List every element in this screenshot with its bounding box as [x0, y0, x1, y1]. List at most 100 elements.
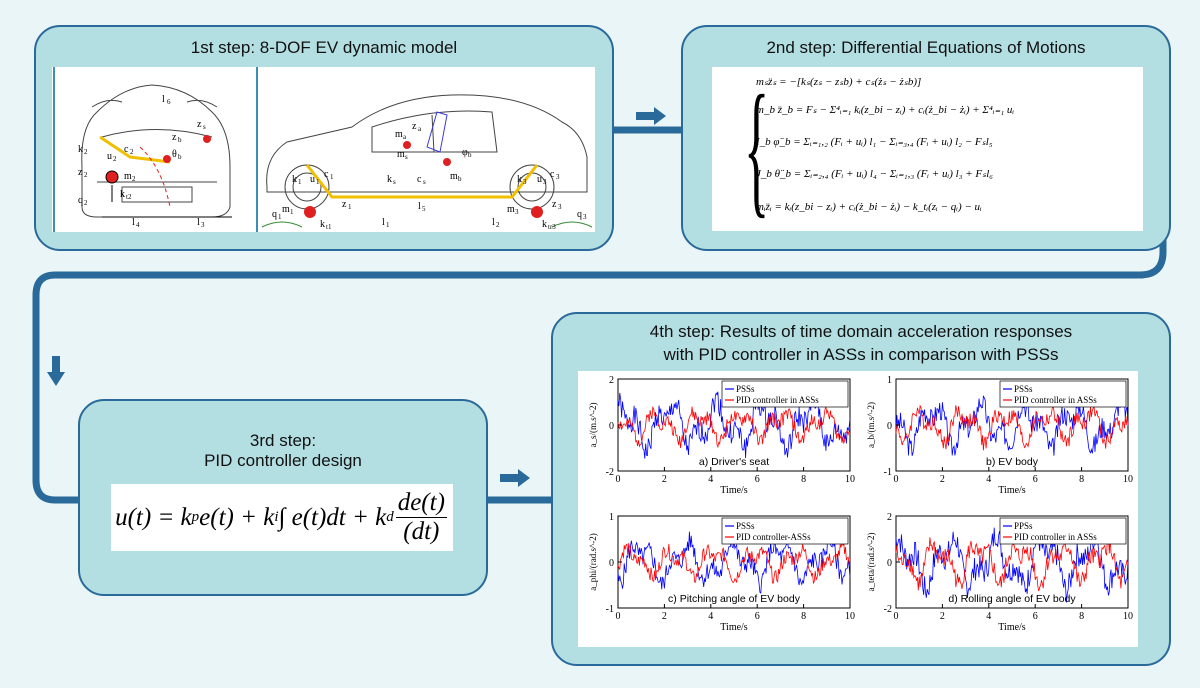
step2-panel: 2nd step: Differential Equations of Moti…: [681, 25, 1171, 251]
svg-text:k: k: [78, 144, 83, 155]
svg-text:z: z: [552, 199, 557, 210]
svg-text:1: 1: [386, 221, 390, 229]
chart-0-xtick-label: 4: [708, 474, 713, 485]
svg-text:l: l: [132, 217, 135, 228]
svg-text:c: c: [550, 169, 555, 180]
step4-title-line2: with PID controller in ASSs in compariso…: [663, 345, 1059, 364]
equation-seat: mₛz̈ₛ = −[kₛ(zₛ − zₛb) + cₛ(żₛ − żₛb)]: [756, 76, 922, 88]
chart-1-xlabel: Time/s: [998, 485, 1026, 496]
chart-1-caption: b) EV body: [986, 456, 1039, 468]
chart-2-series-1: [617, 541, 851, 584]
svg-text:z: z: [412, 121, 417, 132]
svg-text:m: m: [282, 204, 290, 215]
svg-text:c: c: [324, 169, 329, 180]
step3-panel: 3rd step: PID controller design u(t) = k…: [78, 399, 488, 596]
chart-2-legend: [721, 517, 849, 545]
svg-text:k: k: [517, 174, 522, 185]
svg-text:1: 1: [290, 208, 294, 216]
chart-1-xtick-label: 10: [1123, 474, 1133, 485]
chart-2-ylabel: a_phi/(rad.s^-2): [588, 533, 598, 590]
chart-0-ytick-label: 2: [609, 375, 614, 386]
svg-text:k: k: [542, 219, 547, 230]
chart-3-xtick-label: 0: [894, 611, 899, 622]
chart-3-xtick-label: 10: [1123, 611, 1133, 622]
svg-text:1: 1: [330, 173, 334, 181]
chart-1-series-0: [895, 392, 1129, 457]
chart-1-ytick-label: 0: [887, 421, 892, 432]
svg-text:s: s: [393, 178, 396, 186]
chart-0-series-1: [617, 406, 851, 449]
svg-text:2: 2: [84, 148, 88, 156]
step3-title-line1: 3rd step:: [249, 431, 317, 450]
chart-0-ylabel: a_s/(m.s^-2): [588, 403, 598, 448]
svg-text:m: m: [395, 129, 403, 140]
chart-1-xtick-label: 4: [986, 474, 991, 485]
chart-1-series-1: [895, 404, 1129, 451]
svg-text:2: 2: [496, 221, 500, 229]
chart-0-xtick-label: 0: [616, 474, 621, 485]
svg-text:z: z: [342, 199, 347, 210]
chart-2-legend-label-0: PSSs: [736, 521, 755, 531]
svg-text:l: l: [162, 94, 165, 105]
svg-text:1: 1: [298, 178, 302, 186]
chart-1-legend-label-0: PSSs: [1014, 384, 1033, 394]
svg-text:b: b: [178, 153, 182, 161]
chart-3-ytick-label: -2: [884, 604, 892, 615]
svg-text:a: a: [403, 133, 407, 141]
chart-2-xtick-label: 10: [845, 611, 855, 622]
arrow-down-icon: [47, 356, 65, 386]
svg-text:2: 2: [132, 175, 136, 183]
chart-2-legend-label-1: PID controller-ASSs: [736, 532, 811, 542]
chart-1-xtick-label: 6: [1033, 474, 1038, 485]
chart-0-legend-label-1: PID controller in ASSs: [736, 395, 819, 405]
svg-text:z: z: [78, 167, 83, 178]
svg-text:3: 3: [515, 208, 519, 216]
chart-2-xlabel: Time/s: [720, 622, 748, 633]
svg-text:φ: φ: [462, 147, 468, 158]
front-mass-markers: [105, 135, 211, 184]
svg-text:l: l: [382, 217, 385, 228]
chart-3-xtick-label: 2: [940, 611, 945, 622]
svg-text:m: m: [507, 204, 515, 215]
svg-text:3: 3: [583, 213, 587, 221]
step1-title: 1st step: 8-DOF EV dynamic model: [190, 38, 458, 57]
chart-2-xtick-label: 4: [708, 611, 713, 622]
chart-1-ylabel: a_b/(m.s^-2): [866, 402, 876, 448]
chart-2-caption: c) Pitching angle of EV body: [668, 593, 801, 605]
svg-text:3: 3: [558, 203, 562, 211]
svg-text:s: s: [203, 123, 206, 131]
svg-text:6: 6: [167, 98, 171, 106]
chart-3-xtick-label: 6: [1033, 611, 1038, 622]
chart-0-legend-label-0: PSSs: [736, 384, 755, 394]
chart-1-legend: [999, 380, 1127, 408]
svg-text:tr3: tr3: [548, 223, 556, 231]
svg-text:b: b: [468, 151, 472, 159]
chart-2-xtick-label: 8: [801, 611, 806, 622]
chart-3-ylabel: a_teta/(rad.s^-2): [866, 533, 876, 592]
equation-wheel: mᵢz̈ᵢ = kᵢ(z_bi − zᵢ) + cᵢ(ż_bi − żᵢ) − …: [756, 201, 982, 213]
chart-2-xtick-label: 6: [755, 611, 760, 622]
chart-3-xlabel: Time/s: [998, 622, 1026, 633]
svg-text:b: b: [178, 136, 182, 144]
svg-text:c: c: [124, 144, 129, 155]
chart-1-xtick-label: 8: [1079, 474, 1084, 485]
chart-1-xtick-label: 0: [894, 474, 899, 485]
step2-title: 2nd step: Differential Equations of Moti…: [766, 38, 1086, 57]
svg-text:3: 3: [523, 178, 527, 186]
chart-3-legend-label-1: PID controller in ASSs: [1014, 532, 1097, 542]
chart-3-legend: [999, 517, 1127, 545]
svg-text:u: u: [310, 174, 315, 185]
arrow-right-icon: [500, 469, 530, 487]
svg-text:z: z: [197, 119, 202, 130]
svg-text:l: l: [418, 201, 421, 212]
equations-box: { mₛz̈ₛ = −[kₛ(zₛ − zₛb) + cₛ(żₛ − żₛb)]…: [712, 67, 1143, 231]
svg-text:2: 2: [84, 171, 88, 179]
svg-text:u: u: [107, 151, 112, 162]
chart-1-xtick-label: 2: [940, 474, 945, 485]
arrow-right-icon: [636, 107, 666, 125]
